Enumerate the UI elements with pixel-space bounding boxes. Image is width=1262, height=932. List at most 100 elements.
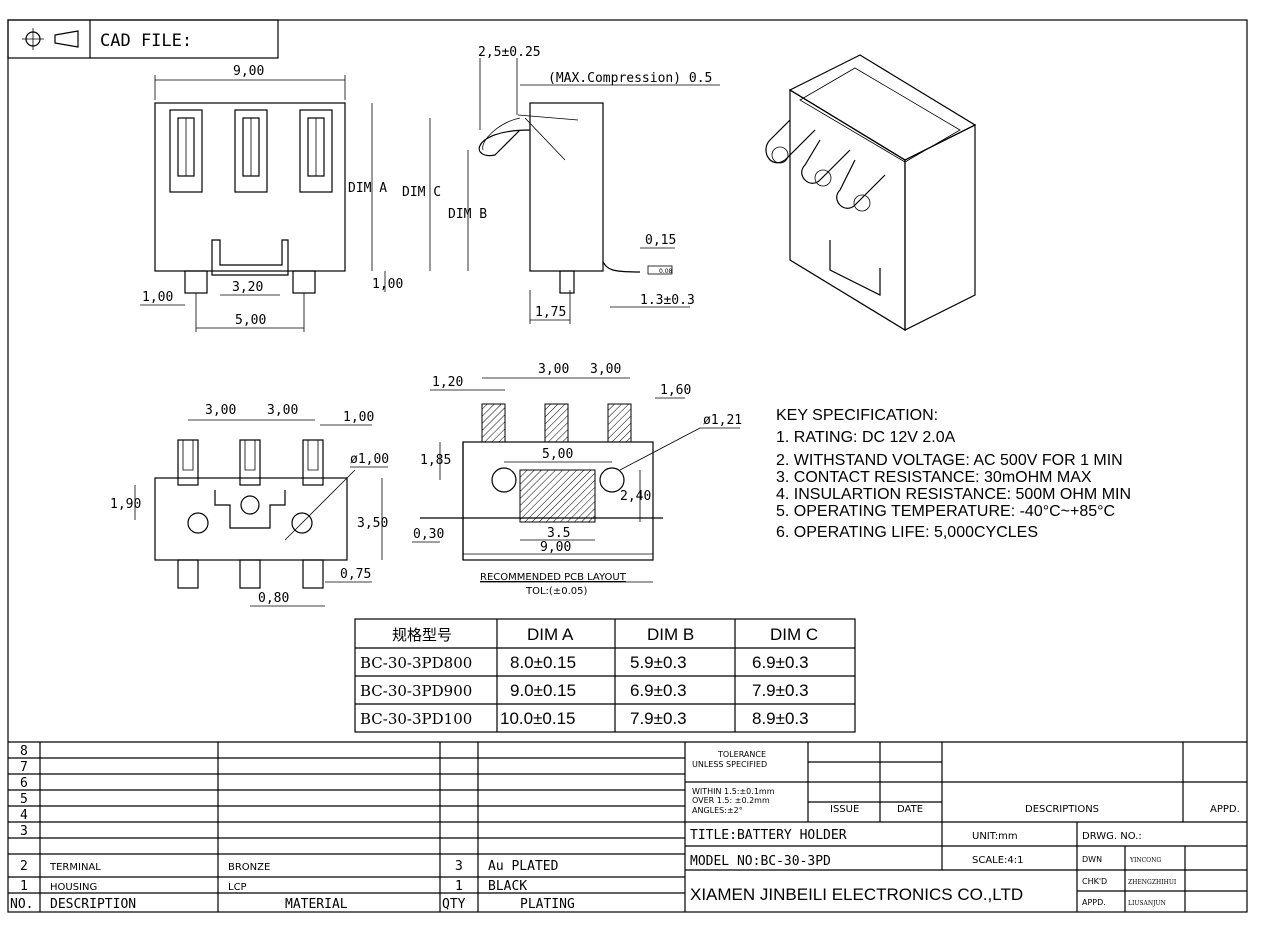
pcb-height: 2,40 xyxy=(620,489,651,504)
projection-symbol-icon xyxy=(22,28,79,50)
front-width-dim: 9,00 xyxy=(233,64,264,79)
tolerance-within: WITHIN 1.5:±0.1mm xyxy=(692,787,775,796)
spec-item: 5. OPERATING TEMPERATURE: -40°C~+85°C xyxy=(776,503,1115,520)
bottom-pitch-1: 3,00 xyxy=(205,403,236,418)
bom-material: BRONZE xyxy=(228,862,270,873)
bom-row-number: 8 xyxy=(20,744,28,759)
spec-item: 4. INSULARTION RESISTANCE: 500M OHM MIN xyxy=(776,486,1131,503)
tolerance-title: TOLERANCE xyxy=(717,750,766,759)
bom-desc: HOUSING xyxy=(50,882,97,893)
bottom-pin-gap: 0,80 xyxy=(258,591,289,606)
scale-label: SCALE:4:1 xyxy=(972,855,1024,866)
foot-dim: 1.3±0.3 xyxy=(640,293,695,308)
thickness-dim: 0,15 xyxy=(645,233,676,248)
table-cell: 7.9±0.3 xyxy=(752,681,809,700)
front-contact-1 xyxy=(169,109,203,193)
company-name: XIAMEN JINBEILI ELECTRONICS CO.,LTD xyxy=(690,885,1023,904)
bottom-pin-width: 1,00 xyxy=(343,410,374,425)
pcb-pitch-1: 3,00 xyxy=(538,362,569,377)
bom-row-number: 4 xyxy=(20,808,28,823)
table-header: 规格型号 xyxy=(392,626,452,644)
key-specification: KEY SPECIFICATION: 1. RATING: DC 12V 2.0… xyxy=(776,407,1131,541)
dwn-name: YINCONG xyxy=(1129,857,1161,864)
bottom-pin-len: 0,75 xyxy=(340,567,371,582)
spec-item: 6. OPERATING LIFE: 5,000CYCLES xyxy=(776,524,1038,541)
appd-label: APPD. xyxy=(1210,804,1240,815)
lead-dim: 2,5±0.25 xyxy=(478,45,541,60)
bom-row-number: 6 xyxy=(20,776,28,791)
table-header: DIM B xyxy=(647,625,694,644)
pcb-hole-spacing: 5,00 xyxy=(542,447,573,462)
bom-row-number: 5 xyxy=(20,792,28,807)
bom-desc: TERMINAL xyxy=(49,862,101,873)
bom-header-material: MATERIAL xyxy=(285,897,348,912)
bom-row-number: 7 xyxy=(20,760,28,775)
dim-b-label: DIM B xyxy=(448,207,487,222)
appd-name: LIUSANJUN xyxy=(1128,900,1166,907)
pcb-center-width: 3.5 xyxy=(547,526,570,541)
front-pitch-dim: 3,20 xyxy=(232,280,263,295)
title-label: TITLE:BATTERY HOLDER xyxy=(690,828,847,843)
front-view: 9,00 DIM A 1,00 3,20 1,00 5,00 xyxy=(140,64,403,332)
title-block: TOLERANCE UNLESS SPECIFIED WITHIN 1.5:±0… xyxy=(685,742,1247,912)
table-cell: 7.9±0.3 xyxy=(630,709,687,728)
bom-header-qty: QTY xyxy=(442,897,466,912)
table-cell: 5.9±0.3 xyxy=(630,653,687,672)
tolerance-over: OVER 1.5: ±0.2mm xyxy=(692,796,770,805)
unit-label: UNIT:mm xyxy=(972,831,1018,842)
bottom-view: 3,00 3,00 1,00 ø1,00 1,90 3,50 0,75 0,80 xyxy=(110,403,389,607)
table-cell: 9.0±0.15 xyxy=(510,681,576,700)
isometric-view xyxy=(765,54,977,332)
bom-table: 8 7 6 5 4 3 2 TERMINAL BRONZE 3 Au PLATE… xyxy=(8,741,1247,912)
bom-plating: Au PLATED xyxy=(488,859,559,874)
model-label: MODEL NO:BC-30-3PD xyxy=(690,854,831,869)
pcb-layout-title: RECOMMENDED PCB LAYOUT xyxy=(480,572,627,583)
bottom-height-dim: 3,50 xyxy=(357,516,388,531)
table-cell: BC-30-3PD800 xyxy=(360,654,472,672)
side-view: 0.08 2,5±0.25 (MAX.Compression) 0.5 DIM … xyxy=(402,45,720,324)
spec-item: 3. CONTACT RESISTANCE: 30mOHM MAX xyxy=(776,469,1092,486)
dim-c-label: DIM C xyxy=(402,185,441,200)
bom-row-number: 1 xyxy=(20,879,28,894)
front-right-offset: 1,00 xyxy=(372,277,403,292)
pcb-layout: 3,00 3,00 1,20 1,60 ø1,21 5,00 1,85 2,40… xyxy=(412,362,742,597)
pcb-pad-height: 1,60 xyxy=(660,383,691,398)
front-contact-3 xyxy=(299,109,333,193)
issue-label: ISSUE xyxy=(830,804,859,815)
bom-row-number: 2 xyxy=(20,859,28,874)
bom-header-desc: DESCRIPTION xyxy=(50,897,136,912)
front-span-dim: 5,00 xyxy=(235,313,266,328)
tolerance-angles: ANGLES:±2° xyxy=(692,806,743,815)
chkd-label: CHK'D xyxy=(1082,877,1107,886)
bom-qty: 3 xyxy=(455,859,463,874)
spec-title: KEY SPECIFICATION: xyxy=(776,407,938,424)
dwn-label: DWN xyxy=(1082,855,1102,864)
table-cell: 10.0±0.15 xyxy=(500,709,576,728)
table-cell: 6.9±0.3 xyxy=(630,681,687,700)
drwg-label: DRWG. NO.: xyxy=(1082,831,1142,842)
bom-row-number: 3 xyxy=(20,824,28,839)
table-cell: 8.9±0.3 xyxy=(752,709,809,728)
pcb-total-width: 9,00 xyxy=(540,540,571,555)
pcb-pad-width: 1,20 xyxy=(432,375,463,390)
side-width-dim: 1,75 xyxy=(535,305,566,320)
table-cell: 8.0±0.15 xyxy=(510,653,576,672)
table-cell: 6.9±0.3 xyxy=(752,653,809,672)
cad-file-label: CAD FILE: xyxy=(100,31,192,51)
dim-a-label: DIM A xyxy=(348,181,387,196)
bottom-pitch-2: 3,00 xyxy=(267,403,298,418)
spec-item: 1. RATING: DC 12V 2.0A xyxy=(776,429,956,446)
bottom-hole-dim: ø1,00 xyxy=(350,452,389,467)
front-left-offset: 1,00 xyxy=(142,290,173,305)
bom-header-plating: PLATING xyxy=(520,897,575,912)
pcb-pitch-2: 3,00 xyxy=(590,362,621,377)
pcb-tolerance: TOL:(±0.05) xyxy=(525,586,587,597)
pcb-hole-dim: ø1,21 xyxy=(703,413,742,428)
chkd-name: ZHENGZHIHUI xyxy=(1128,879,1177,886)
tolerance-sub: UNLESS SPECIFIED xyxy=(692,760,767,769)
date-label: DATE xyxy=(897,804,923,815)
bom-material: LCP xyxy=(228,882,247,893)
table-header: DIM A xyxy=(527,625,574,644)
bom-plating: BLACK xyxy=(488,879,527,894)
